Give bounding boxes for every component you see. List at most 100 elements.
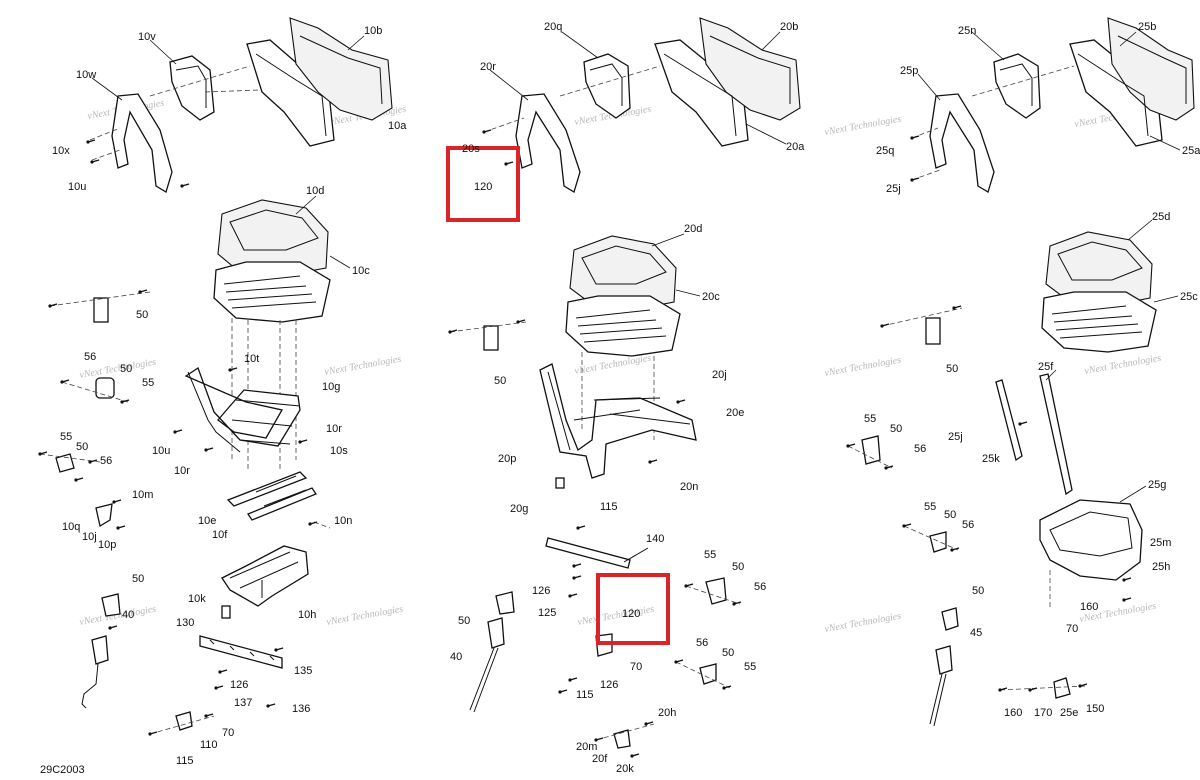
callout-25d: 25d: [1152, 211, 1170, 223]
buckle-50: [941, 607, 959, 631]
callout-70: 70: [222, 727, 234, 739]
callout-10j: 10j: [82, 531, 97, 543]
clip-50: [699, 663, 717, 685]
callout-160: 160: [1080, 601, 1098, 613]
watermarks: vNext Technologies vNext Technologies vN…: [79, 98, 1163, 635]
diagram-code: 29C2003: [40, 764, 85, 776]
callout-55: 55: [864, 413, 876, 425]
bracket-170: [1053, 677, 1071, 699]
callout-50: 50: [890, 423, 902, 435]
callout-115: 115: [176, 755, 194, 767]
callout-126: 126: [600, 679, 618, 691]
callout-25p: 25p: [900, 65, 918, 77]
seat-cushion-25d: [1045, 231, 1153, 307]
callout-56: 56: [100, 455, 112, 467]
callout-56: 56: [914, 443, 926, 455]
callout-40: 40: [450, 651, 462, 663]
callout-25q: 25q: [876, 145, 894, 157]
watermark: vNext Technologies: [574, 353, 653, 377]
seatback-frame-20b: [654, 39, 749, 147]
bracket-50: [925, 317, 941, 345]
callout-125: 125: [538, 607, 556, 619]
retractor-50: [95, 377, 115, 399]
callout-25f: 25f: [1038, 361, 1054, 373]
callout-56: 56: [962, 519, 974, 531]
watermark: vNext Technologies: [577, 604, 656, 628]
callout-20s: 20s: [462, 143, 480, 155]
callout-10x: 10x: [52, 145, 70, 157]
seatback-cushion-25b: [1107, 17, 1195, 121]
belt-buckle-45: [935, 645, 953, 675]
watermark: vNext Technologies: [1084, 353, 1163, 377]
clamp-20f: [613, 729, 631, 749]
buckle-50: [495, 591, 515, 615]
latch-10j: [95, 503, 113, 528]
callout-56: 56: [754, 581, 766, 593]
callout-40: 40: [122, 609, 134, 621]
seatback-frame-25b: [1069, 39, 1163, 147]
seatback-cushion-20b: [699, 17, 801, 121]
callout-25j: 25j: [886, 183, 901, 195]
callout-50: 50: [946, 363, 958, 375]
callout-135: 135: [294, 665, 312, 677]
callout-10c: 10c: [352, 265, 370, 277]
callout-10m: 10m: [132, 489, 153, 501]
callout-20n: 20n: [680, 481, 698, 493]
callout-10s: 10s: [330, 445, 348, 457]
watermark: vNext Technologies: [326, 604, 405, 628]
callout-140: 140: [646, 533, 664, 545]
callout-25g: 25g: [1148, 479, 1166, 491]
watermark: vNext Technologies: [324, 354, 403, 378]
slide-rail-10e: [226, 471, 308, 507]
callout-10g: 10g: [322, 381, 340, 393]
callout-170: 170: [1034, 707, 1052, 719]
callout-50: 50: [722, 647, 734, 659]
callout-120: 120: [622, 608, 640, 620]
callout-25c: 25c: [1180, 291, 1198, 303]
callout-50: 50: [458, 615, 470, 627]
highlight-box-120-lower: [596, 573, 670, 645]
callout-115: 115: [576, 689, 594, 701]
callout-130: 130: [176, 617, 194, 629]
watermark: vNext Technologies: [824, 114, 903, 138]
bracket-10w: [111, 93, 173, 193]
seat-frame-10g: [184, 367, 301, 447]
callout-10r: 10r: [326, 423, 342, 435]
callout-10h: 10h: [298, 609, 316, 621]
callout-10p: 10p: [98, 539, 116, 551]
callout-120: 120: [474, 181, 492, 193]
callout-137: 137: [234, 697, 252, 709]
callout-25b: 25b: [1138, 21, 1156, 33]
callout-20a: 20a: [786, 141, 805, 153]
headrest-25n: [993, 53, 1041, 119]
callout-20c: 20c: [702, 291, 720, 303]
seat-base-25g: [1039, 499, 1143, 581]
seat-cushion-10d: [217, 199, 329, 277]
watermark: vNext Technologies: [824, 611, 903, 635]
callout-20k: 20k: [616, 763, 634, 775]
callout-56: 56: [696, 637, 708, 649]
callout-20r: 20r: [480, 61, 496, 73]
clip-50: [929, 531, 947, 553]
callout-55: 55: [60, 431, 72, 443]
post-25j: [995, 379, 1023, 462]
belt-buckle-40: [91, 635, 109, 665]
plate-140: [545, 537, 631, 569]
callout-10e: 10e: [198, 515, 216, 527]
lower-frame-10h: [221, 545, 309, 607]
clip-50: [55, 453, 75, 473]
callout-labels: 10v 10w 10b 10x 10u 10a 10d 10c 50 56 50…: [52, 21, 1200, 775]
callout-55: 55: [924, 501, 936, 513]
buckle-50: [101, 593, 121, 617]
callout-25k: 25k: [982, 453, 1000, 465]
callout-10b: 10b: [364, 25, 382, 37]
callout-50: 50: [494, 375, 506, 387]
callout-20e: 20e: [726, 407, 744, 419]
callout-20g: 20g: [510, 503, 528, 515]
post-25f: [1039, 373, 1073, 496]
callout-20d: 20d: [684, 223, 702, 235]
callout-160: 160: [1004, 707, 1022, 719]
callout-50: 50: [972, 585, 984, 597]
bracket-50: [483, 325, 499, 351]
